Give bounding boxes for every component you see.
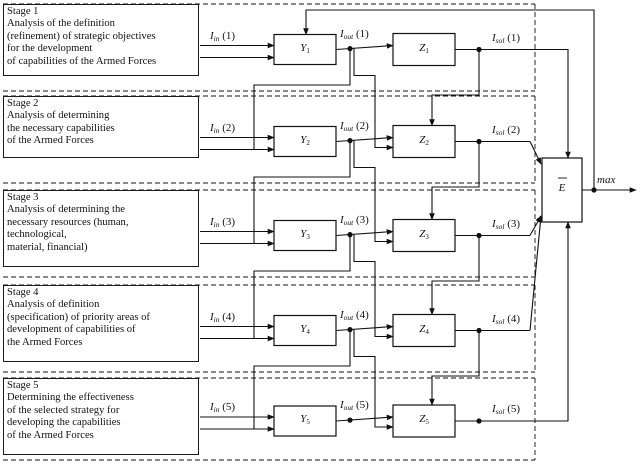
- junction-dot: [347, 417, 353, 423]
- collector-4: [529, 215, 544, 331]
- connection-lines: [3, 3, 637, 461]
- y-block-5: [273, 405, 337, 437]
- out-cascade-3: [253, 234, 351, 339]
- z-block-label-1: Z1: [419, 41, 429, 55]
- stage-title: Stage 2: [7, 98, 39, 109]
- out-cascade-1: [253, 48, 351, 150]
- collector-2: [529, 141, 542, 165]
- z-block-label-3: Z3: [419, 227, 429, 241]
- input-label-1: Iin (1): [210, 29, 236, 43]
- z-block-3: [392, 218, 456, 253]
- max-label: max: [597, 174, 616, 186]
- y-block-label-5: Y5: [300, 413, 310, 426]
- collector-bottom: [530, 221, 571, 422]
- sol-cascade-3: [429, 235, 480, 316]
- solution-label-5: Isol (5): [492, 403, 521, 416]
- output-label-4: Iout (4): [340, 308, 369, 322]
- y-block-label-2: Y2: [300, 133, 310, 147]
- y-block-4: [273, 314, 337, 347]
- stage-description-line: developing the capabilities: [7, 417, 121, 429]
- stage-description-line: necessary resources (human,: [7, 216, 129, 228]
- output-arrow-1: [335, 43, 394, 51]
- z-block-2: [392, 124, 456, 159]
- y-block-3: [273, 219, 337, 252]
- e-block: [541, 157, 583, 223]
- y-block-2: [273, 125, 337, 158]
- stage-description-line: for the development: [7, 43, 93, 55]
- input-label-3: Iin (3): [210, 215, 236, 229]
- stage-title: Stage 3: [7, 192, 39, 203]
- stage-description-line: Analysis of the definition: [7, 18, 115, 30]
- y-block-label-3: Y3: [300, 227, 310, 241]
- z-feed-1: [353, 48, 394, 151]
- stage-description-line: material, financial): [7, 241, 88, 253]
- z-feed-3: [353, 234, 394, 340]
- solution-label-2: Isol (2): [492, 123, 521, 137]
- stage-title: Stage 4: [7, 287, 39, 298]
- stage-description-line: (refinement) of strategic objectives: [7, 30, 156, 42]
- input-label-4: Iin (4): [210, 310, 236, 324]
- z-block-4: [392, 313, 456, 348]
- stage-description-line: the Armed Forces: [7, 336, 83, 348]
- z-block-1: [392, 32, 456, 67]
- stage-description-line: of capabilities of the Armed Forces: [7, 55, 157, 67]
- junction-dot: [476, 418, 482, 424]
- sol-cascade-1: [429, 49, 480, 127]
- output-arrow-2: [335, 135, 394, 143]
- output-label-2: Iout (2): [340, 119, 369, 133]
- stage-description-line: Determining the effectiveness: [7, 392, 134, 404]
- stage-description-line: of the Armed Forces: [7, 429, 94, 441]
- collector-top: [530, 48, 571, 159]
- input-label-2: Iin (2): [210, 121, 236, 135]
- y-block-label-1: Y1: [300, 41, 310, 55]
- output-arrow-4: [335, 324, 394, 332]
- solution-label-4: Isol (4): [492, 312, 521, 326]
- stage-description-line: of the selected strategy for: [7, 404, 120, 416]
- stage-description-line: the necessary capabilities: [7, 122, 115, 134]
- solution-label-3: Isol (3): [492, 217, 521, 231]
- stage-description-line: Analysis of determining the: [7, 204, 125, 216]
- z-feed-2: [353, 140, 394, 245]
- stage-title: Stage 1: [7, 6, 39, 17]
- out-cascade-4: [253, 329, 351, 429]
- output-label-5: Iout (5): [340, 399, 369, 412]
- output-arrow-5: [335, 414, 394, 422]
- solution-label-1: Isol (1): [492, 31, 521, 45]
- output-label-1: Iout (1): [340, 27, 369, 41]
- stage-title: Stage 5: [7, 380, 39, 391]
- stage-description-line: of the Armed Forces: [7, 135, 94, 147]
- stage-description-line: technological,: [7, 229, 67, 241]
- z-block-label-2: Z2: [419, 133, 429, 147]
- y-block-label-4: Y4: [300, 322, 310, 336]
- sol-cascade-4: [429, 330, 480, 406]
- out-cascade-2: [253, 140, 351, 244]
- output-arrow-3: [335, 229, 394, 237]
- z-feed-4: [353, 329, 394, 430]
- e-block-label: E: [558, 182, 566, 194]
- sol-cascade-2: [429, 141, 480, 221]
- output-label-3: Iout (3): [340, 213, 369, 227]
- z-block-5: [392, 404, 456, 438]
- stage-description-line: (specification) of priority areas of: [7, 311, 150, 323]
- junction-dot: [591, 187, 597, 193]
- stage-description-line: Analysis of definition: [7, 299, 100, 311]
- z-block-label-4: Z4: [419, 322, 429, 336]
- input-label-5: Iin (5): [210, 401, 236, 414]
- max-feedback-loop: [303, 9, 595, 190]
- z-block-label-5: Z5: [419, 413, 429, 426]
- stage-description-line: development of capabilities of: [7, 324, 136, 336]
- stage-description-line: Analysis of determining: [7, 110, 110, 122]
